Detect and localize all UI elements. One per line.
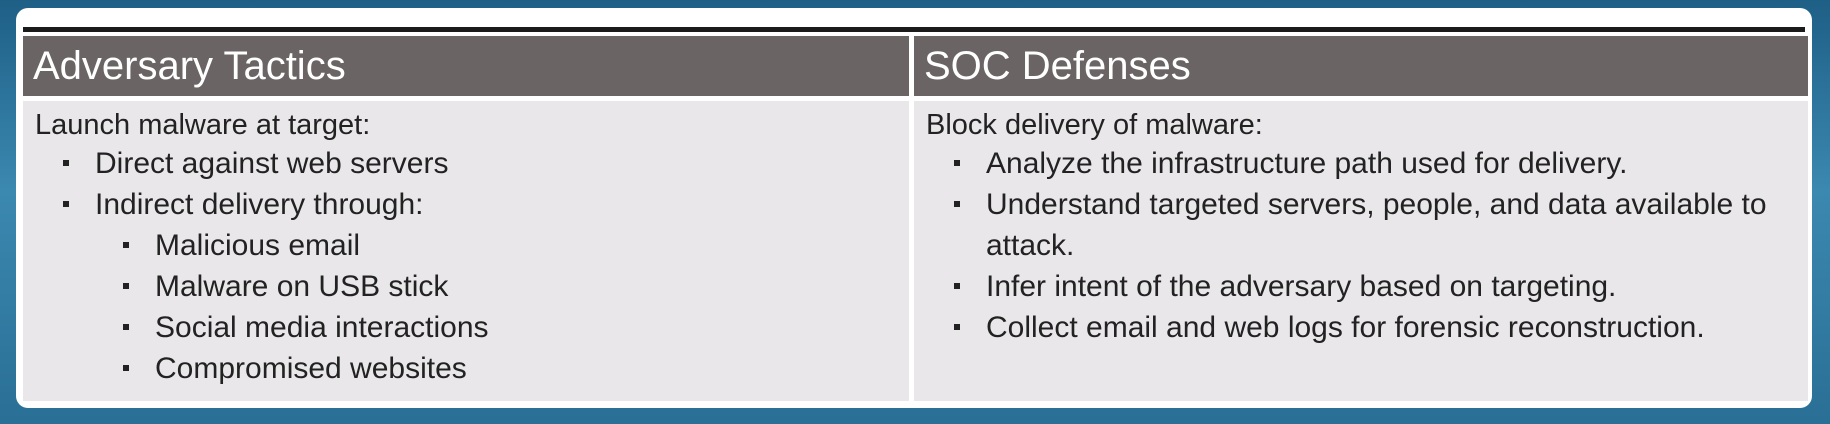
column-header: Adversary Tactics — [23, 36, 909, 96]
list-item: Malware on USB stick — [35, 266, 897, 307]
list-item: Collect email and web logs for forensic … — [926, 307, 1796, 348]
column-soc-defenses: SOC Defenses Block delivery of malware: … — [914, 30, 1808, 401]
list-item: Social media interactions — [35, 307, 897, 348]
list-item: Malicious email — [35, 225, 897, 266]
table-grid: Adversary Tactics Launch malware at targ… — [23, 30, 1808, 401]
column-adversary-tactics: Adversary Tactics Launch malware at targ… — [23, 30, 909, 401]
bullet-list: Direct against web servers Indirect deli… — [35, 143, 897, 389]
column-body: Launch malware at target: Direct against… — [23, 101, 909, 401]
list-item: Understand targeted servers, people, and… — [926, 184, 1796, 266]
bullet-list: Analyze the infrastructure path used for… — [926, 143, 1796, 348]
list-item: Analyze the infrastructure path used for… — [926, 143, 1796, 184]
list-item: Compromised websites — [35, 348, 897, 389]
column-body: Block delivery of malware: Analyze the i… — [914, 101, 1808, 401]
column-lead-text: Block delivery of malware: — [926, 109, 1263, 141]
comparison-table: Adversary Tactics Launch malware at targ… — [16, 8, 1812, 408]
list-item: Infer intent of the adversary based on t… — [926, 266, 1796, 307]
column-lead-text: Launch malware at target: — [35, 109, 371, 141]
column-header: SOC Defenses — [914, 36, 1808, 96]
list-item: Indirect delivery through: — [35, 184, 897, 225]
list-item: Direct against web servers — [35, 143, 897, 184]
